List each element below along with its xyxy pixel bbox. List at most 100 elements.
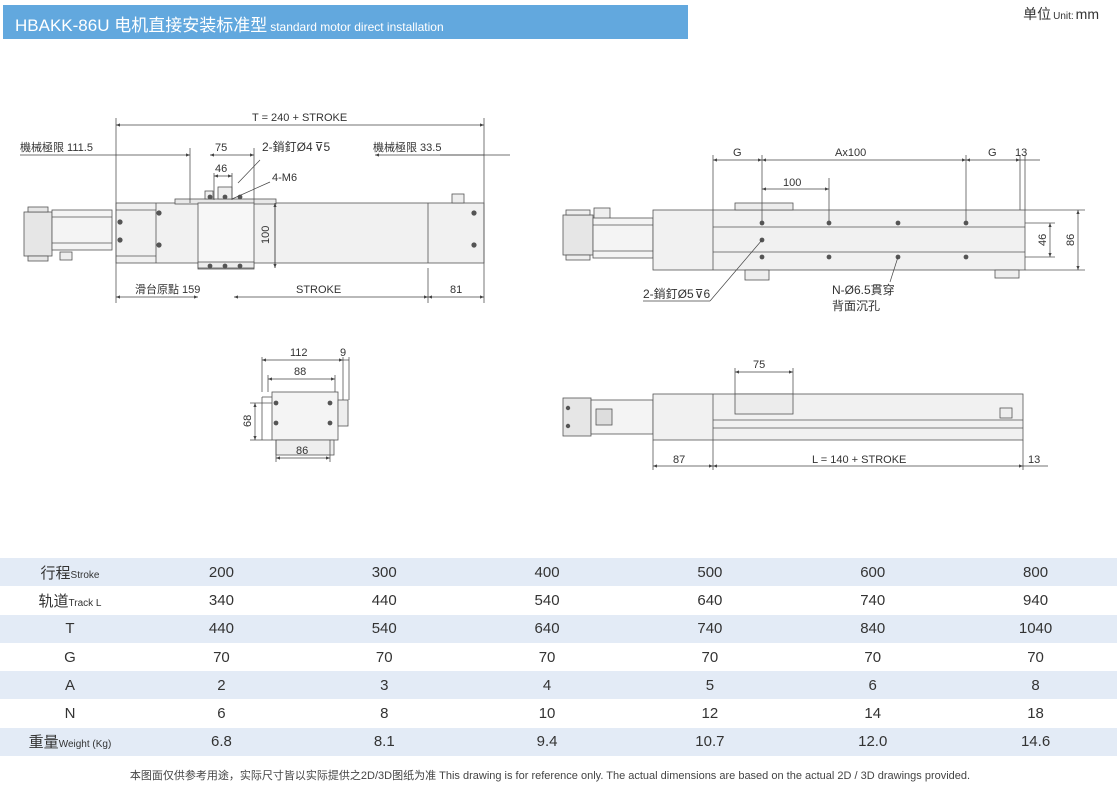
table-cell: 70: [140, 642, 303, 672]
pin-top-depth: 5: [323, 140, 330, 154]
table-cell: 6: [791, 671, 955, 700]
bottom-view-dimensions: [643, 158, 1080, 302]
table-cell: 940: [954, 586, 1117, 615]
table-cell: 70: [628, 642, 792, 672]
table-cell: 12.0: [791, 727, 955, 757]
table-cell: 9.4: [465, 727, 629, 757]
table-cell: 600: [791, 558, 955, 587]
label-dim-68: 68: [242, 415, 254, 427]
table-row: A 2 3 4 5 6 8: [0, 671, 1117, 700]
pin-top-text: 2-銷釘Ø4: [262, 139, 313, 154]
table-cell: 18: [954, 699, 1117, 728]
table-cell: 840: [791, 614, 955, 643]
table-cell: 70: [791, 642, 955, 672]
table-cell: 10: [465, 699, 629, 728]
title-subtitle: standard motor direct installation: [270, 20, 444, 34]
row-label: 重量Weight (Kg): [0, 727, 140, 757]
row-label: G: [0, 642, 140, 672]
label-dim-86-front: 86: [296, 445, 308, 457]
bottom-view: [562, 155, 1085, 281]
label-g-left: G: [733, 147, 742, 159]
table-cell: 500: [628, 558, 792, 587]
label-stroke: STROKE: [296, 284, 341, 296]
title-text: HBAKK-86U 电机直接安装标准型: [15, 16, 268, 35]
row-label: 轨道Track L: [0, 586, 140, 615]
table-cell: 540: [302, 614, 466, 643]
table-cell: 540: [465, 586, 629, 615]
unit-zh: 单位: [1023, 6, 1052, 22]
label-dim-13-right: 13: [1015, 147, 1027, 159]
label-slide-origin: 滑台原點 159: [135, 282, 200, 296]
table-cell: 2: [140, 671, 303, 700]
table-cell: 8: [954, 671, 1117, 700]
label-dim-9: 9: [340, 347, 346, 359]
table-row: 行程Stroke 200 300 400 500 600 800: [0, 558, 1117, 587]
table-cell: 200: [140, 558, 303, 587]
table-cell: 4: [465, 671, 629, 700]
table-row: G 70 70 70 70 70 70: [0, 642, 1117, 672]
label-dim-86-right: 86: [1065, 234, 1077, 246]
label-back-counterbore: 背面沉孔: [832, 299, 880, 313]
label-mech-limit-right: 機械極限 33.5: [373, 140, 441, 154]
label-dim-46-right: 46: [1037, 234, 1049, 246]
side-view-dimensions: [653, 370, 1048, 468]
table-cell: 640: [465, 614, 629, 643]
front-view: [250, 357, 350, 462]
unit-en: Unit:: [1053, 11, 1074, 22]
side-view: [562, 368, 1024, 470]
label-g-right: G: [988, 147, 997, 159]
label-pin-bottom: 2-銷釘Ø5⊽6: [643, 286, 710, 301]
table-cell: 70: [302, 642, 466, 672]
label-dim-75-side: 75: [753, 359, 765, 371]
pin-bottom-depth: 6: [703, 287, 710, 301]
row-label: T: [0, 614, 140, 643]
footnote: 本图面仅供参考用途，实际尺寸皆以实际提供之2D/3D图纸为准 This draw…: [129, 770, 971, 782]
table-cell: 8: [302, 699, 466, 728]
label-thread-m6: 4-M6: [272, 172, 297, 184]
top-view-dimensions: [20, 123, 510, 299]
unit-value: mm: [1075, 6, 1099, 22]
table-cell: 440: [140, 614, 303, 643]
table-cell: 640: [628, 586, 792, 615]
label-mech-limit-left: 機械極限 111.5: [20, 140, 93, 154]
table-cell: 70: [465, 642, 629, 672]
table-row: N 6 8 10 12 14 18: [0, 699, 1117, 728]
table-cell: 1040: [954, 614, 1117, 643]
table-cell: 300: [302, 558, 466, 587]
table-row: T 440 540 640 740 840 1040: [0, 614, 1117, 643]
pin-bottom-text: 2-銷釘Ø5: [643, 286, 694, 301]
label-dim-13-side: 13: [1028, 454, 1040, 466]
spec-table: 行程Stroke 200 300 400 500 600 800 轨道Track…: [0, 558, 1117, 757]
label-dim-87: 87: [673, 454, 685, 466]
label-dim-88: 88: [294, 366, 306, 378]
label-pin-top: 2-銷釘Ø4⊽5: [262, 139, 330, 154]
label-dim-81: 81: [450, 284, 462, 296]
row-label: A: [0, 671, 140, 700]
table-cell: 3: [302, 671, 466, 700]
label-a-x100: Ax100: [835, 147, 866, 159]
front-view-dimensions: [253, 358, 349, 460]
table-cell: 14: [791, 699, 955, 728]
table-cell: 740: [628, 614, 792, 643]
table-cell: 740: [791, 586, 955, 615]
label-n-holes: N-Ø6.5貫穿: [832, 282, 895, 297]
depth-icon: ⊽: [315, 140, 324, 154]
table-cell: 440: [302, 586, 466, 615]
technical-drawing: T = 240 + STROKE 機械極限 111.5 75 2-銷釘Ø4⊽5 …: [20, 112, 1085, 470]
top-view: [23, 118, 485, 303]
depth-icon: ⊽: [695, 287, 704, 301]
table-cell: 12: [628, 699, 792, 728]
label-dim-46-top: 46: [215, 163, 227, 175]
table-cell: 800: [954, 558, 1117, 587]
table-cell: 5: [628, 671, 792, 700]
table-row: 轨道Track L 340 440 540 640 740 940: [0, 586, 1117, 615]
table-cell: 70: [954, 642, 1117, 672]
row-label: N: [0, 699, 140, 728]
table-cell: 400: [465, 558, 629, 587]
label-dim-75: 75: [215, 142, 227, 154]
label-dim-100-vert: 100: [260, 226, 272, 244]
table-cell: 8.1: [302, 727, 466, 757]
table-cell: 6.8: [140, 727, 303, 757]
